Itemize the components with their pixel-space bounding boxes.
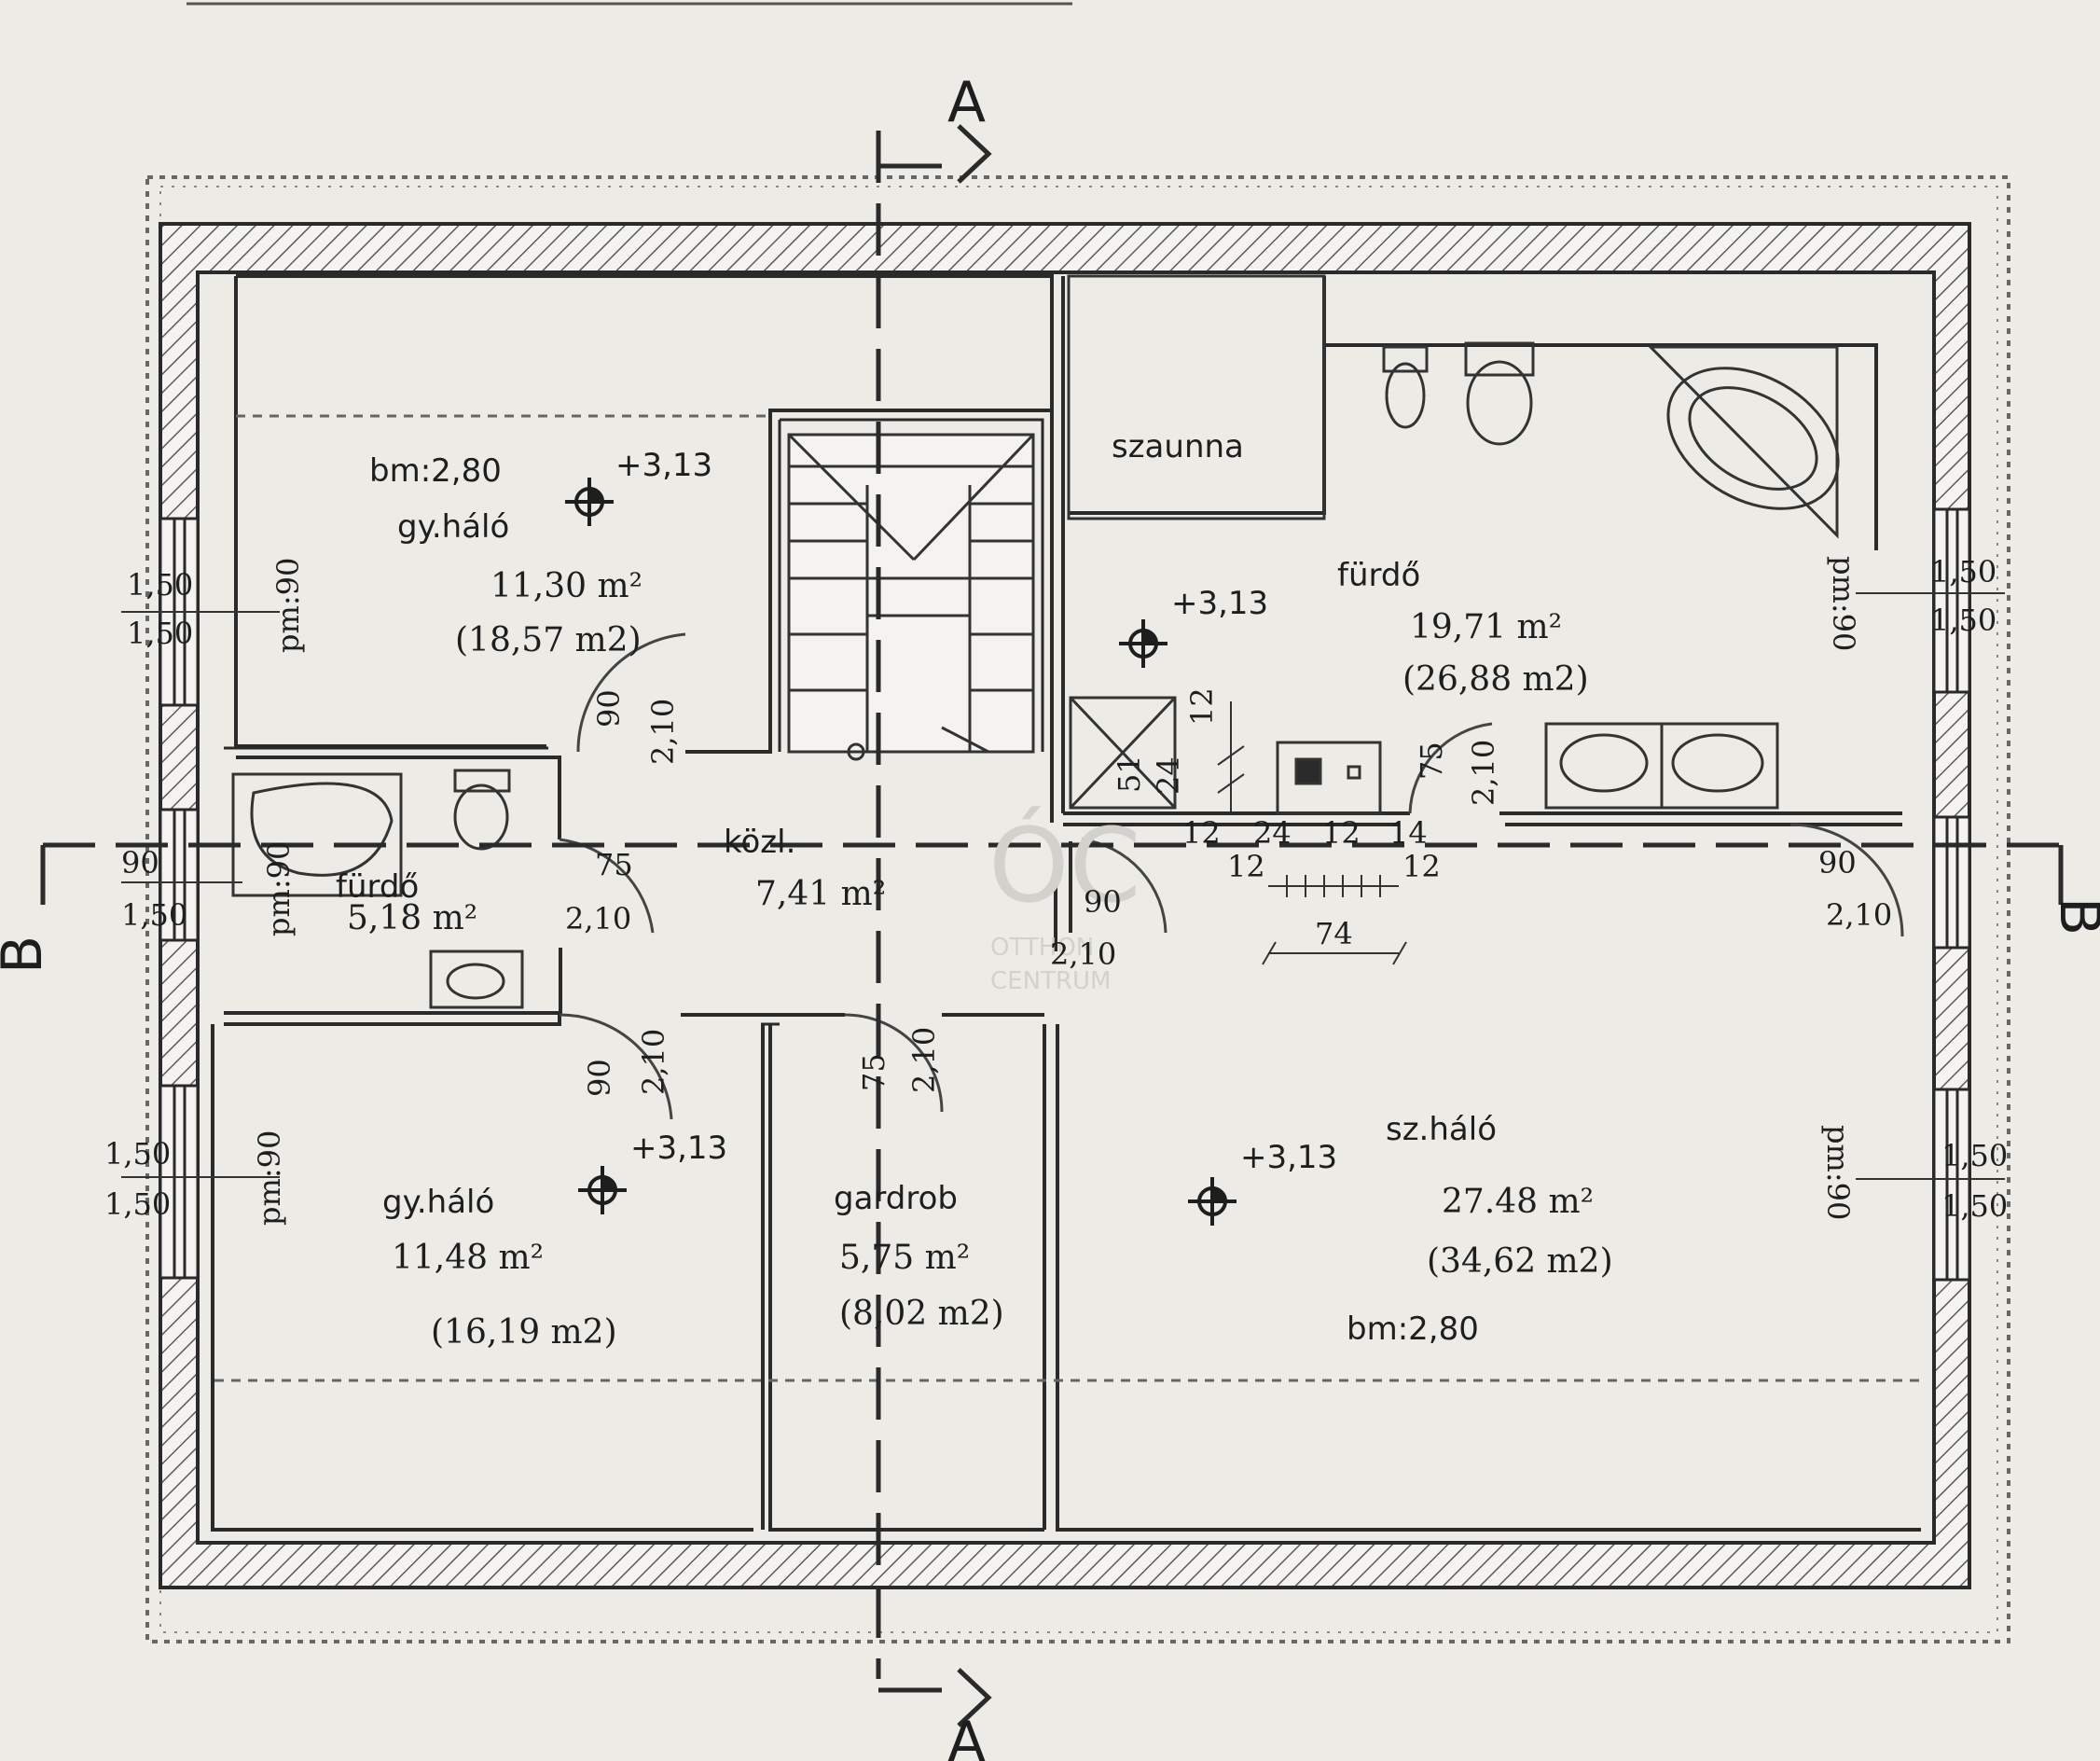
tile-dim-74: 74 [1315, 916, 1353, 951]
window-sw-width: 1,50 [104, 1136, 171, 1172]
roof-outline [145, 175, 2010, 1643]
nw-bedroom-area: 11,30 m² [490, 567, 642, 605]
tile-dim-24: 24 [1253, 815, 1292, 851]
main-bath-gross: (26,88 m2) [1402, 660, 1589, 699]
section-mark-b-left: B [0, 936, 55, 974]
door-e-width: 90 [1818, 845, 1857, 880]
toilet-icon [1382, 345, 1429, 429]
wardrobe-area: 5,75 m² [839, 1239, 970, 1277]
master-gross: (34,62 m2) [1427, 1242, 1613, 1281]
door-ward-width: 75 [856, 1053, 891, 1091]
door-sw-width: 90 [582, 1059, 617, 1097]
hall-area: 7,41 m² [755, 875, 886, 913]
level-marker-icon [578, 1166, 627, 1214]
shower-dim-24: 24 [1151, 756, 1186, 795]
window-se-height: 1,50 [1941, 1188, 2008, 1224]
nw-bedroom-level: +3,13 [615, 447, 712, 484]
door-mbath-width: 75 [1414, 742, 1449, 780]
door-e-height: 2,10 [1826, 897, 1892, 933]
washbasin-icon [1544, 722, 1779, 810]
sw-bedroom-name: gy.háló [382, 1184, 494, 1221]
master-name: sz.háló [1386, 1111, 1497, 1148]
main-bath-name: fürdő [1337, 557, 1420, 594]
section-mark-a-top: A [947, 70, 986, 135]
door-bath-width: 75 [595, 847, 633, 882]
nw-bedroom-height: bm:2,80 [369, 452, 502, 490]
bathroom-fixtures [231, 341, 1840, 1009]
shower-dim-51: 51 [1112, 755, 1147, 793]
door-sw-height: 2,10 [636, 1029, 671, 1095]
watermark-line2: CENTRUM [990, 967, 1111, 995]
tile-dimension-chain [1217, 701, 1407, 965]
sw-bedroom-gross: (16,19 m2) [431, 1313, 617, 1352]
level-marker-icon [1188, 1177, 1237, 1226]
nw-bedroom-gross: (18,57 m2) [455, 621, 642, 659]
sauna-cabin [1067, 274, 1326, 520]
sw-bedroom-area: 11,48 m² [392, 1239, 544, 1277]
window-openings [159, 507, 1971, 1282]
appliance-icon [1276, 741, 1382, 815]
main-bath-level: +3,13 [1171, 585, 1268, 622]
shower-icon [1069, 696, 1177, 810]
door-master-width: 90 [1084, 884, 1122, 920]
section-mark-a-bottom: A [947, 1710, 986, 1761]
door-master-height: 2,10 [1050, 936, 1116, 972]
window-sw-height: 1,50 [104, 1186, 171, 1222]
section-line-b [40, 842, 2064, 905]
hall-name: közl. [724, 824, 795, 861]
tile-dim-12d: 12 [1402, 849, 1441, 884]
window-se-width: 1,50 [1941, 1138, 2008, 1173]
small-toilet-icon [453, 769, 511, 851]
window-w-width: 90 [121, 845, 159, 880]
bidet-icon [1464, 341, 1535, 446]
wardrobe-gross: (8,02 m2) [839, 1295, 1004, 1333]
tile-dim-12a: 12 [1182, 815, 1221, 851]
main-bath-area: 19,71 m² [1410, 608, 1562, 646]
window-ne-width: 1,50 [1930, 554, 1996, 589]
small-bath-area: 5,18 m² [347, 899, 477, 937]
shower-dim-12: 12 [1184, 687, 1220, 726]
tile-dim-14: 14 [1389, 815, 1428, 851]
door-ward-height: 2,10 [906, 1027, 942, 1093]
window-nw-width: 1,50 [127, 567, 193, 603]
watermark-line1: OTTHON [990, 934, 1094, 962]
sauna-name: szaunna [1112, 428, 1244, 465]
sw-bedroom-level: +3,13 [630, 1130, 727, 1167]
window-ne-height: 1,50 [1930, 603, 1996, 638]
tile-dim-12c: 12 [1227, 849, 1265, 884]
door-nw-width: 90 [591, 689, 627, 728]
section-line-a [876, 124, 992, 1727]
tile-dim-12b: 12 [1322, 815, 1361, 851]
parapet-sw: pm:90 [252, 1130, 287, 1226]
level-marker-icon [1119, 619, 1167, 668]
section-mark-b-right: B [2047, 897, 2100, 936]
window-nw-height: 1,50 [127, 616, 193, 651]
parapet-ne: pm:90 [1826, 556, 1861, 651]
watermark-logo: ÓC [988, 806, 1140, 925]
window-leaders [121, 592, 2005, 1180]
wall-double-lines [224, 418, 1044, 1026]
master-area: 27.48 m² [1442, 1183, 1594, 1221]
nw-bedroom-name: gy.háló [397, 508, 509, 546]
small-bath-name: fürdő [336, 868, 419, 906]
staircase [787, 433, 1035, 761]
door-bath-height: 2,10 [565, 901, 631, 936]
bathtub-icon [1647, 345, 1840, 539]
parapet-w: pm:90 [261, 841, 297, 936]
level-marker-icon [565, 478, 614, 526]
master-height: bm:2,80 [1347, 1310, 1479, 1348]
parapet-se: pm:90 [1820, 1125, 1856, 1220]
parapet-nw: pm:90 [270, 558, 306, 653]
door-nw-height: 2,10 [645, 699, 681, 765]
small-bathtub-icon [231, 772, 403, 897]
window-w-height: 1,50 [121, 897, 187, 933]
level-markers [565, 478, 1237, 1226]
master-level: +3,13 [1240, 1139, 1337, 1176]
small-washbasin-icon [429, 950, 524, 1009]
door-mbath-height: 2,10 [1466, 740, 1501, 806]
wardrobe-name: gardrob [834, 1180, 958, 1217]
